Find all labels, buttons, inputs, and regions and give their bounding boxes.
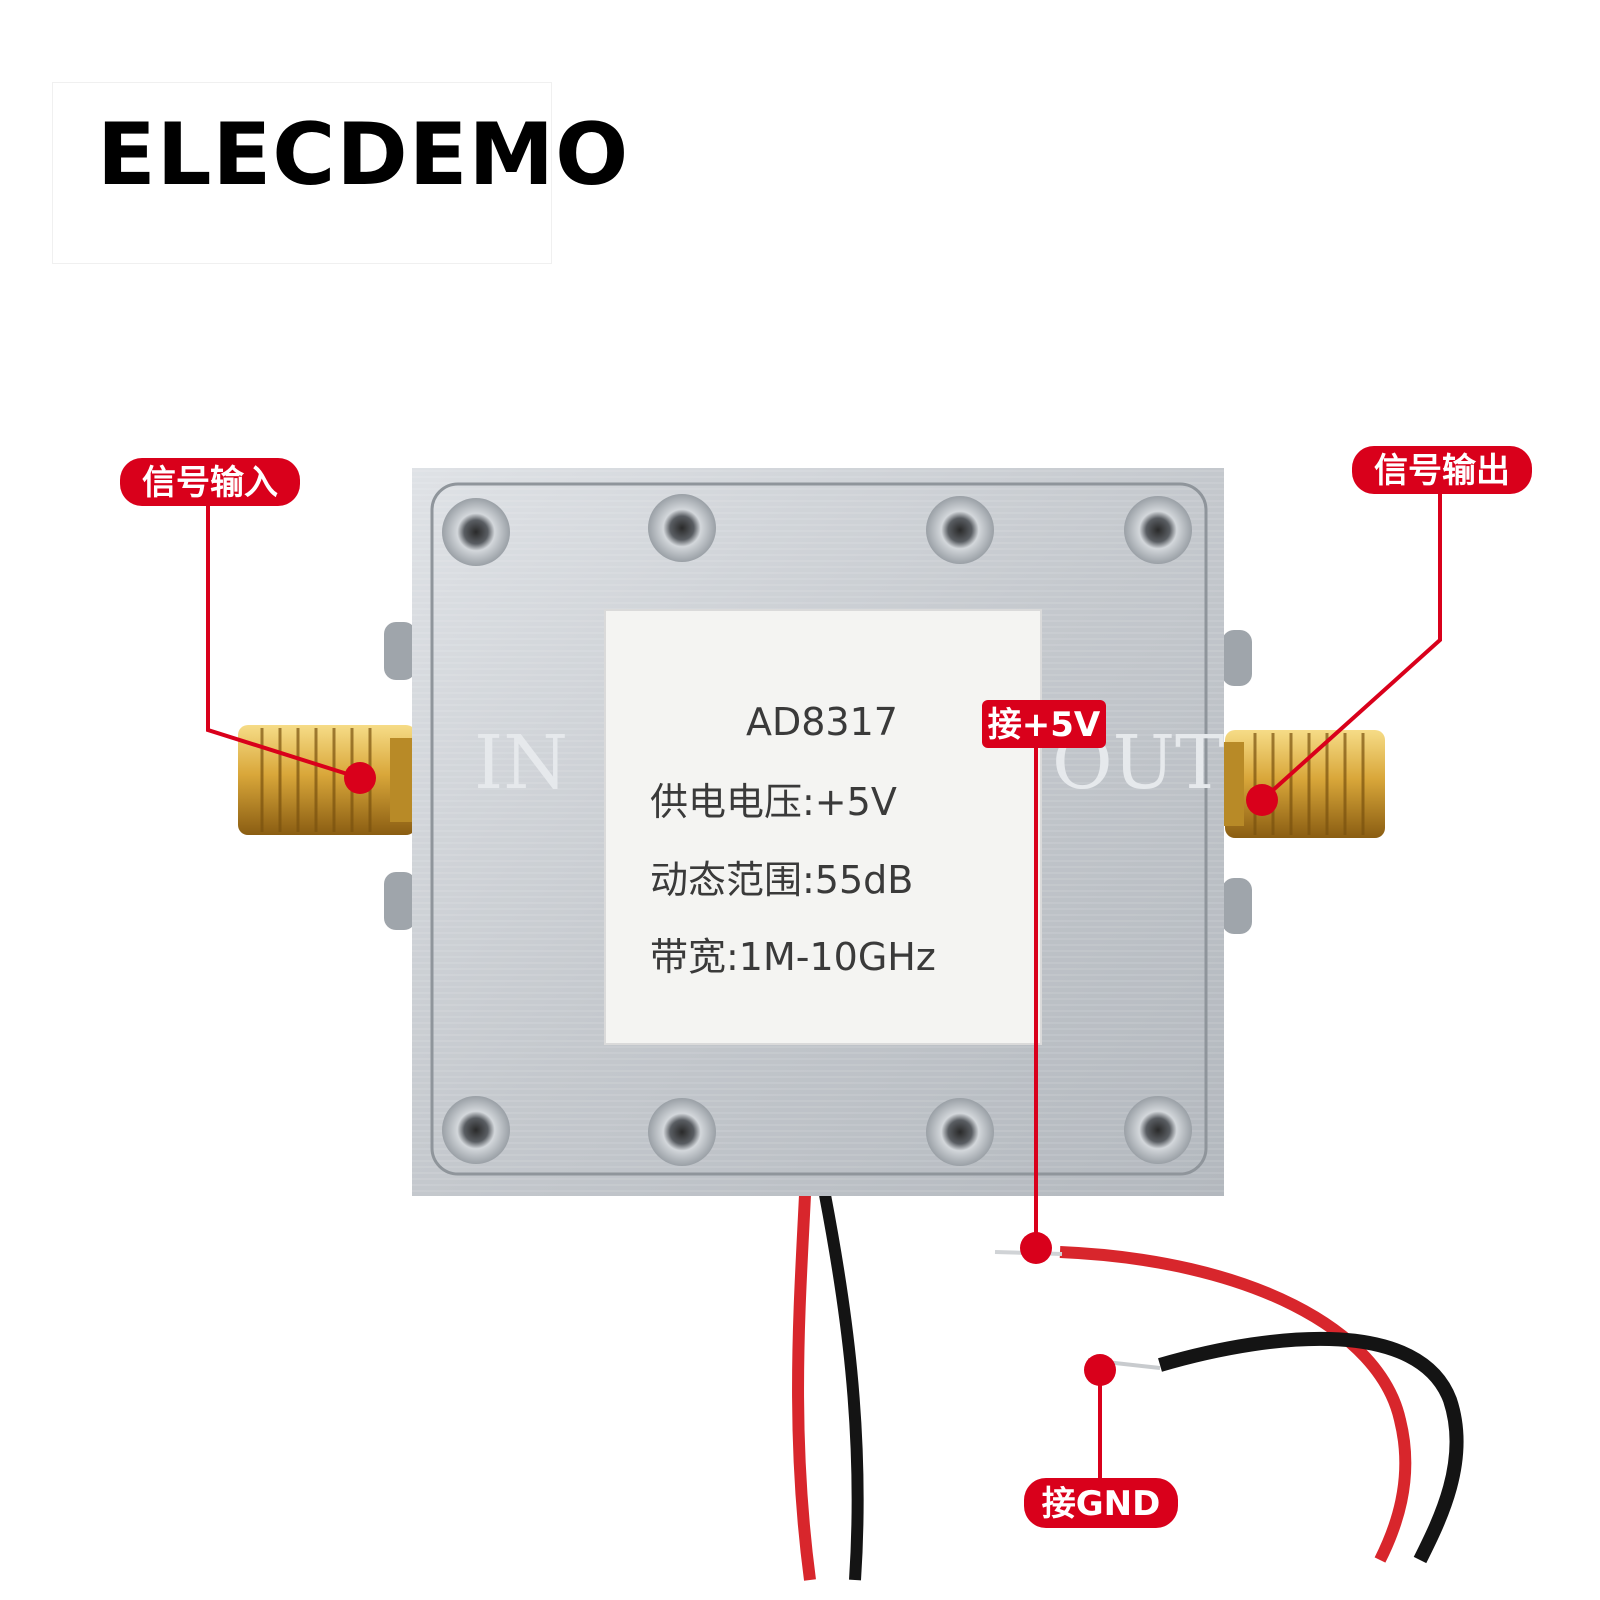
callout-vcc-text: 接+5V bbox=[988, 705, 1101, 745]
callout-signal-input: 信号输入 bbox=[120, 458, 300, 506]
black-wire-right bbox=[1158, 1331, 1464, 1564]
spec-sticker: AD8317 供电电压:+5V 动态范围:55dB 带宽:1M-10GHz bbox=[604, 609, 1042, 1045]
sticker-bandwidth: 带宽:1M-10GHz bbox=[650, 935, 936, 979]
brand-logo-text: ELECDEMO bbox=[97, 105, 630, 205]
callout-leaders bbox=[206, 492, 1442, 1480]
sma-output-connector bbox=[1218, 730, 1385, 838]
red-wire-right bbox=[1059, 1246, 1412, 1563]
callout-signal-output-text: 信号输出 bbox=[1374, 451, 1510, 491]
side-screw bbox=[1222, 878, 1252, 934]
callout-vcc: 接+5V bbox=[982, 700, 1106, 748]
side-screw bbox=[384, 622, 416, 680]
sticker-voltage: 供电电压:+5V bbox=[650, 780, 897, 824]
black-wire-left bbox=[819, 1193, 864, 1581]
sma-input-connector bbox=[238, 725, 420, 835]
engraved-in-text: IN bbox=[474, 720, 568, 806]
brand-box: ELECDEMO bbox=[52, 82, 628, 264]
side-screw bbox=[384, 872, 416, 930]
red-wire-left bbox=[792, 1194, 816, 1581]
mounting-holes bbox=[442, 494, 1192, 1166]
sticker-model: AD8317 bbox=[746, 700, 898, 744]
callout-signal-output: 信号输出 bbox=[1352, 446, 1532, 494]
callout-gnd: 接GND bbox=[1024, 1478, 1178, 1528]
sticker-dynamic-range: 动态范围:55dB bbox=[650, 858, 913, 902]
callout-dots bbox=[344, 762, 1278, 1386]
side-screw bbox=[1222, 630, 1252, 686]
callout-signal-input-text: 信号输入 bbox=[142, 463, 278, 503]
callout-gnd-text: 接GND bbox=[1042, 1484, 1161, 1524]
